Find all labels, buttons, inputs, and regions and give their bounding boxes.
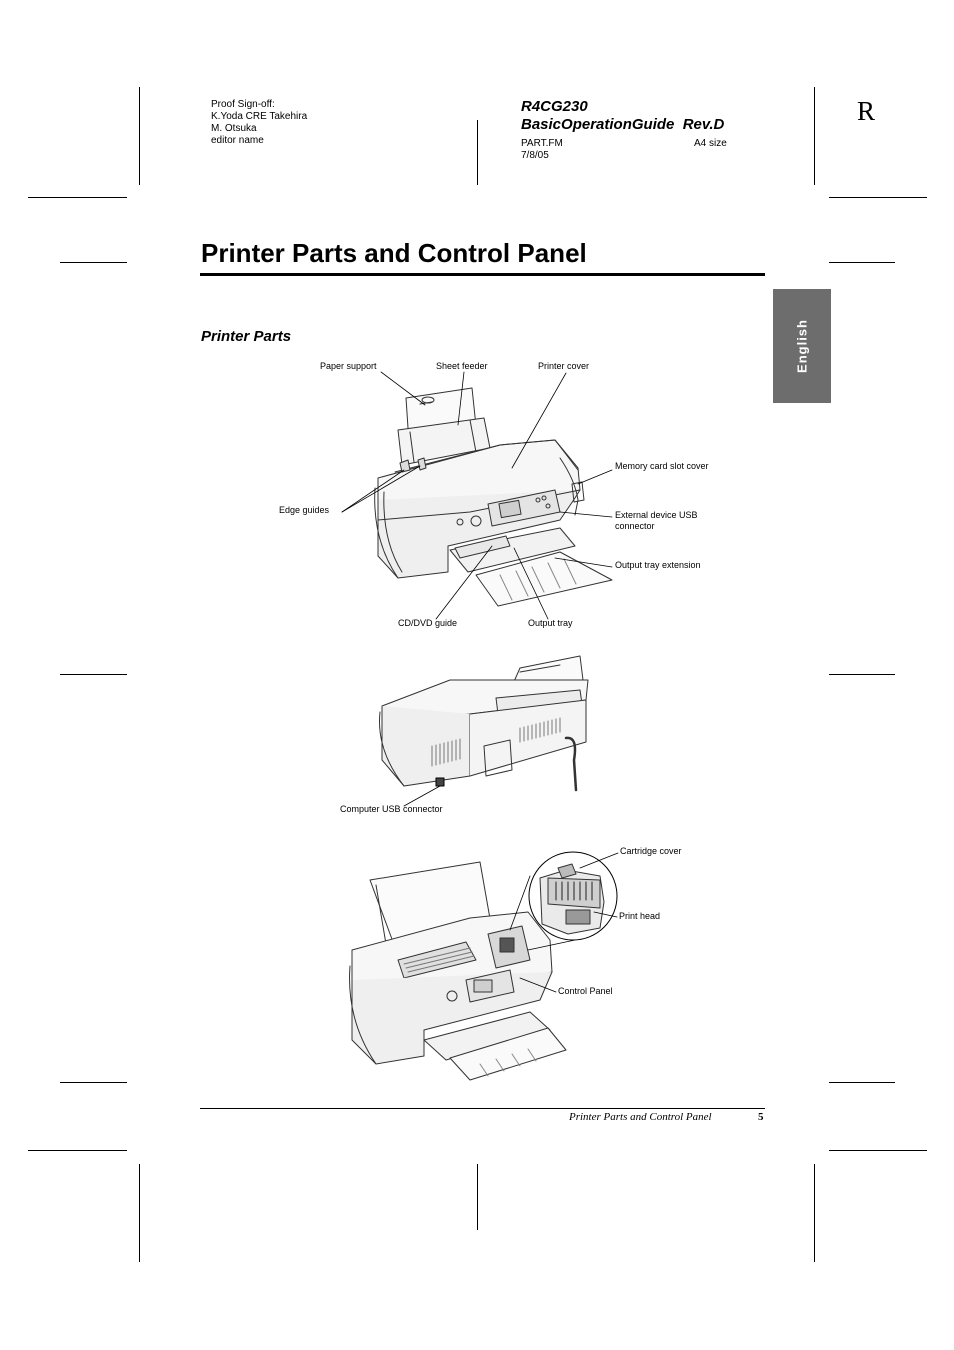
label-external-usb: External device USB connector bbox=[615, 510, 698, 532]
label-output-tray-extension: Output tray extension bbox=[615, 560, 701, 570]
label-output-tray: Output tray bbox=[528, 618, 573, 628]
title-rule bbox=[200, 273, 765, 276]
footer-rule bbox=[200, 1108, 765, 1109]
printer-open-illustration bbox=[349, 851, 619, 1081]
section-title: Printer Parts bbox=[201, 328, 292, 345]
printer-rear-illustration bbox=[379, 655, 589, 807]
label-paper-support: Paper support bbox=[320, 361, 377, 371]
label-control-panel: Control Panel bbox=[558, 986, 613, 996]
document-id: R4CG230 BasicOperationGuide Rev.D bbox=[521, 98, 724, 134]
crop-mark bbox=[814, 1164, 815, 1262]
crop-mark bbox=[829, 262, 895, 263]
label-printer-cover: Printer cover bbox=[538, 361, 590, 371]
crop-mark bbox=[829, 1082, 895, 1083]
document-revision: BasicOperationGuide Rev.D bbox=[521, 116, 725, 133]
crop-mark bbox=[139, 1164, 140, 1262]
crop-mark bbox=[829, 197, 927, 198]
page-title: Printer Parts and Control Panel bbox=[201, 238, 587, 268]
corner-letter: R bbox=[857, 96, 876, 126]
crop-mark bbox=[814, 87, 815, 185]
crop-mark bbox=[829, 674, 895, 675]
page-number: 5 bbox=[758, 1111, 764, 1123]
crop-mark bbox=[28, 1150, 127, 1151]
label-line: connector bbox=[615, 521, 655, 531]
language-tab: English bbox=[773, 289, 831, 403]
label-sheet-feeder: Sheet feeder bbox=[436, 361, 488, 371]
printer-front-illustration bbox=[341, 371, 613, 620]
proof-signoff-block: Proof Sign-off: K.Yoda CRE Takehira M. O… bbox=[211, 99, 307, 147]
crop-mark bbox=[28, 197, 127, 198]
proof-line: editor name bbox=[211, 135, 264, 146]
crop-mark bbox=[60, 674, 127, 675]
footer-title: Printer Parts and Control Panel bbox=[569, 1111, 712, 1123]
document-code: R4CG230 bbox=[521, 98, 588, 115]
label-print-head: Print head bbox=[619, 911, 661, 921]
label-computer-usb: Computer USB connector bbox=[340, 804, 443, 814]
proof-line: K.Yoda CRE Takehira bbox=[211, 111, 308, 122]
document-date: 7/8/05 bbox=[521, 150, 549, 161]
proof-line: M. Otsuka bbox=[211, 123, 257, 134]
label-cd-dvd-guide: CD/DVD guide bbox=[398, 618, 458, 628]
crop-mark bbox=[477, 1164, 478, 1230]
crop-mark bbox=[60, 262, 127, 263]
crop-mark bbox=[829, 1150, 927, 1151]
crop-mark bbox=[477, 120, 478, 185]
crop-mark bbox=[139, 87, 140, 185]
label-cartridge-cover: Cartridge cover bbox=[620, 846, 682, 856]
label-memory-card-slot-cover: Memory card slot cover bbox=[615, 461, 709, 471]
proof-line: Proof Sign-off: bbox=[211, 99, 275, 110]
document-size: A4 size bbox=[694, 138, 727, 149]
document-file: PART.FM bbox=[521, 138, 563, 149]
label-line: External device USB bbox=[615, 510, 698, 520]
crop-mark bbox=[60, 1082, 127, 1083]
label-edge-guides: Edge guides bbox=[279, 505, 330, 515]
